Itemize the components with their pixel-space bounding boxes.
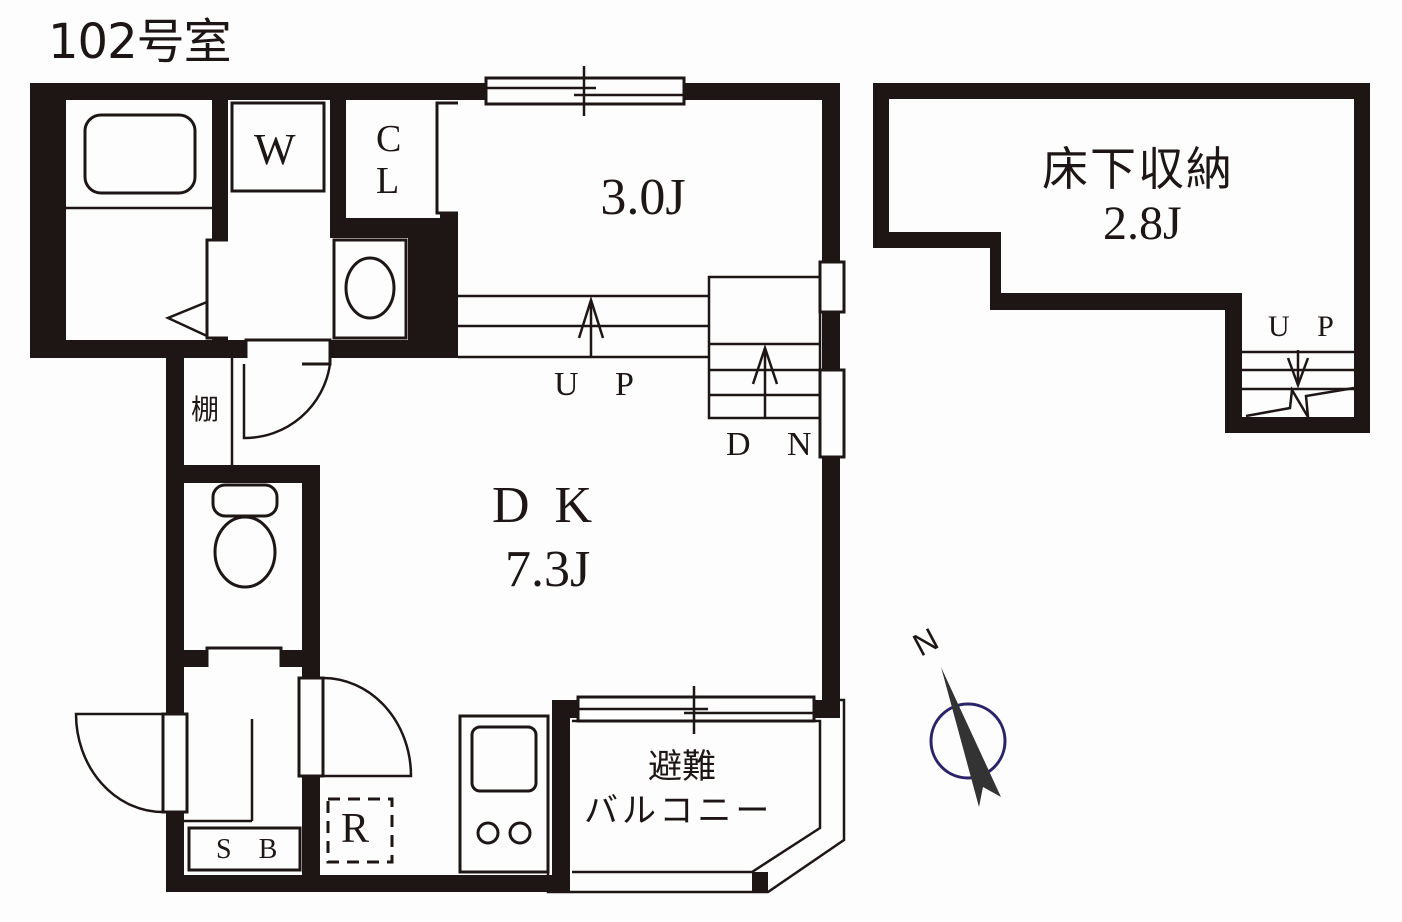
balcony <box>546 686 846 894</box>
sink-icon <box>470 725 538 793</box>
closet-label-l: L <box>376 160 400 202</box>
western-room-area: 3.0J <box>600 169 686 226</box>
shoe-box-label: S B <box>216 834 288 865</box>
western-room <box>440 66 822 358</box>
entry-hall <box>184 358 332 465</box>
balcony-name-line2: バルコニー <box>584 791 774 831</box>
bathtub-icon <box>83 113 197 195</box>
toilet-room <box>183 483 302 737</box>
refrigerator-space <box>326 797 394 864</box>
main-stairs <box>458 275 822 420</box>
stove-burner-icon <box>508 821 532 845</box>
dk-room-area: 7.3J <box>505 541 591 598</box>
storage-stairs-up-label: U P <box>1268 310 1344 343</box>
washer-label: W <box>254 125 296 174</box>
shoe-box <box>187 826 302 872</box>
washroom <box>228 100 408 366</box>
balcony-name-line1: 避難 <box>648 747 716 787</box>
refrigerator-label: R <box>341 806 370 852</box>
underfloor-storage-area: 2.8J <box>1103 197 1182 250</box>
stove-burner-icon <box>476 821 500 845</box>
dk-room-name: D K <box>492 477 599 534</box>
washing-machine-space <box>230 101 326 193</box>
entrance <box>74 667 413 875</box>
underfloor-storage-name: 床下収納 <box>1042 142 1234 196</box>
bathroom <box>66 100 233 340</box>
closet-label-c: C <box>376 118 402 160</box>
stairs-up-label: U P <box>554 366 648 403</box>
stairs-down-label: D N <box>726 426 826 463</box>
toilet-tank-icon <box>211 483 279 518</box>
underfloor-storage <box>873 83 1370 433</box>
east-windows <box>818 260 846 459</box>
compass-icon <box>929 667 1007 807</box>
toilet-bowl-icon <box>213 515 277 589</box>
kitchen <box>458 714 550 874</box>
unit-title: 102号室 <box>48 14 232 70</box>
shelf-label: 棚 <box>191 393 220 426</box>
